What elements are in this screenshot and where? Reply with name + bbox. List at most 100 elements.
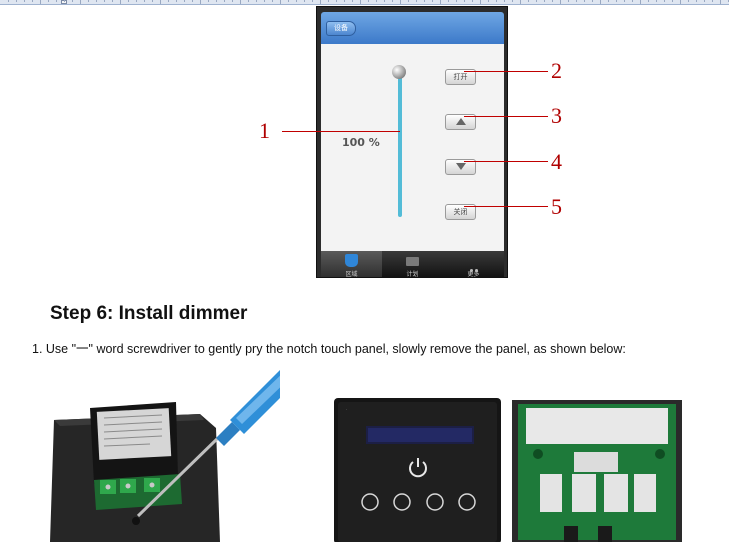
ruler-tick xyxy=(32,0,33,2)
schedule-icon xyxy=(406,257,419,266)
ruler-tick xyxy=(328,0,329,2)
ruler-tick xyxy=(24,0,25,2)
document-ruler xyxy=(0,0,729,5)
ruler-tick xyxy=(464,0,465,2)
ruler-tick xyxy=(568,0,569,2)
ruler-tick xyxy=(120,0,121,4)
ruler-tick xyxy=(272,0,273,2)
ruler-tick xyxy=(536,0,537,2)
callout-number-3: 3 xyxy=(551,103,562,128)
ruler-tick xyxy=(632,0,633,2)
phone-app-screenshot: 设备 100 % 打开 关闭 区域 计划 更多 xyxy=(316,6,508,278)
callout-number-4: 4 xyxy=(551,149,562,174)
triangle-down-icon xyxy=(455,162,466,170)
callout-line-4 xyxy=(464,161,548,162)
ruler-tick xyxy=(296,0,297,2)
ruler-tick xyxy=(624,0,625,2)
callout-line-2 xyxy=(464,71,548,72)
ruler-tick xyxy=(376,0,377,2)
ruler-tick xyxy=(400,0,401,4)
ruler-tick xyxy=(504,0,505,2)
ruler-tick xyxy=(64,0,65,2)
ruler-tick xyxy=(640,0,641,4)
ruler-tick xyxy=(304,0,305,2)
ruler-tick xyxy=(224,0,225,2)
ruler-tick xyxy=(280,0,281,4)
ruler-tick xyxy=(664,0,665,2)
ruler-tick xyxy=(240,0,241,4)
ruler-tick xyxy=(440,0,441,4)
ruler-tick xyxy=(384,0,385,2)
dimmer-slider-track xyxy=(398,72,402,217)
step-title: Step 6: Install dimmer xyxy=(50,303,248,324)
ruler-tick xyxy=(424,0,425,2)
ruler-tick xyxy=(584,0,585,2)
ruler-tick xyxy=(80,0,81,4)
ruler-tick xyxy=(216,0,217,2)
tab-area-label: 区域 xyxy=(345,272,358,278)
photo-screwdriver-prying xyxy=(50,368,280,542)
ruler-tick xyxy=(544,0,545,2)
ruler-tick xyxy=(576,0,577,2)
ruler-tick xyxy=(656,0,657,2)
ruler-tick xyxy=(144,0,145,2)
ruler-tick xyxy=(136,0,137,2)
callout-number-1: 1 xyxy=(259,118,270,143)
photo-panel-front: . xyxy=(332,396,503,542)
ruler-tick xyxy=(552,0,553,2)
ruler-tick xyxy=(352,0,353,2)
ruler-tick xyxy=(192,0,193,2)
ruler-tick xyxy=(648,0,649,2)
step-instruction: 1. Use "一" word screwdriver to gently pr… xyxy=(32,342,626,356)
ruler-tick xyxy=(96,0,97,2)
tab-schedule: 计划 xyxy=(382,251,443,278)
ruler-tick xyxy=(176,0,177,2)
ruler-tick xyxy=(712,0,713,2)
callout-line-3 xyxy=(464,116,548,117)
ruler-tick xyxy=(288,0,289,2)
ruler-tick xyxy=(696,0,697,2)
ruler-tick xyxy=(8,0,9,2)
ruler-tick xyxy=(72,0,73,2)
ruler-tick xyxy=(336,0,337,2)
ruler-tick xyxy=(448,0,449,2)
ruler-tick xyxy=(184,0,185,2)
ruler-tick xyxy=(168,0,169,2)
on-button: 打开 xyxy=(445,69,476,85)
ruler-tick xyxy=(600,0,601,4)
ruler-tick xyxy=(408,0,409,2)
ruler-tick xyxy=(416,0,417,2)
ruler-tick xyxy=(528,0,529,2)
more-dots-icon xyxy=(467,259,480,272)
ruler-tick xyxy=(160,0,161,4)
ruler-tick xyxy=(360,0,361,4)
triangle-up-icon xyxy=(455,117,466,125)
ruler-tick xyxy=(128,0,129,2)
ruler-tick xyxy=(368,0,369,2)
ruler-tick xyxy=(480,0,481,4)
ruler-tick xyxy=(688,0,689,2)
ruler-tick xyxy=(432,0,433,2)
ruler-tick xyxy=(312,0,313,2)
tab-schedule-label: 计划 xyxy=(406,272,419,278)
ruler-tick xyxy=(560,0,561,4)
callout-line-1 xyxy=(282,131,400,132)
app-header: 设备 xyxy=(321,12,504,44)
ruler-tick xyxy=(704,0,705,2)
brightness-down-button xyxy=(445,159,476,175)
ruler-tick xyxy=(720,0,721,4)
ruler-tick xyxy=(488,0,489,2)
dimmer-slider-knob xyxy=(392,65,406,79)
back-button: 设备 xyxy=(326,21,356,36)
callout-line-5 xyxy=(464,206,548,207)
ruler-tick xyxy=(672,0,673,2)
tab-more-label: 更多 xyxy=(467,272,480,278)
ruler-tick xyxy=(40,0,41,4)
ruler-tick xyxy=(616,0,617,2)
ruler-tick xyxy=(392,0,393,2)
brightness-up-button xyxy=(445,114,476,130)
ruler-tick xyxy=(16,0,17,2)
ruler-tick xyxy=(320,0,321,4)
ruler-tick xyxy=(104,0,105,2)
ruler-tick xyxy=(592,0,593,2)
